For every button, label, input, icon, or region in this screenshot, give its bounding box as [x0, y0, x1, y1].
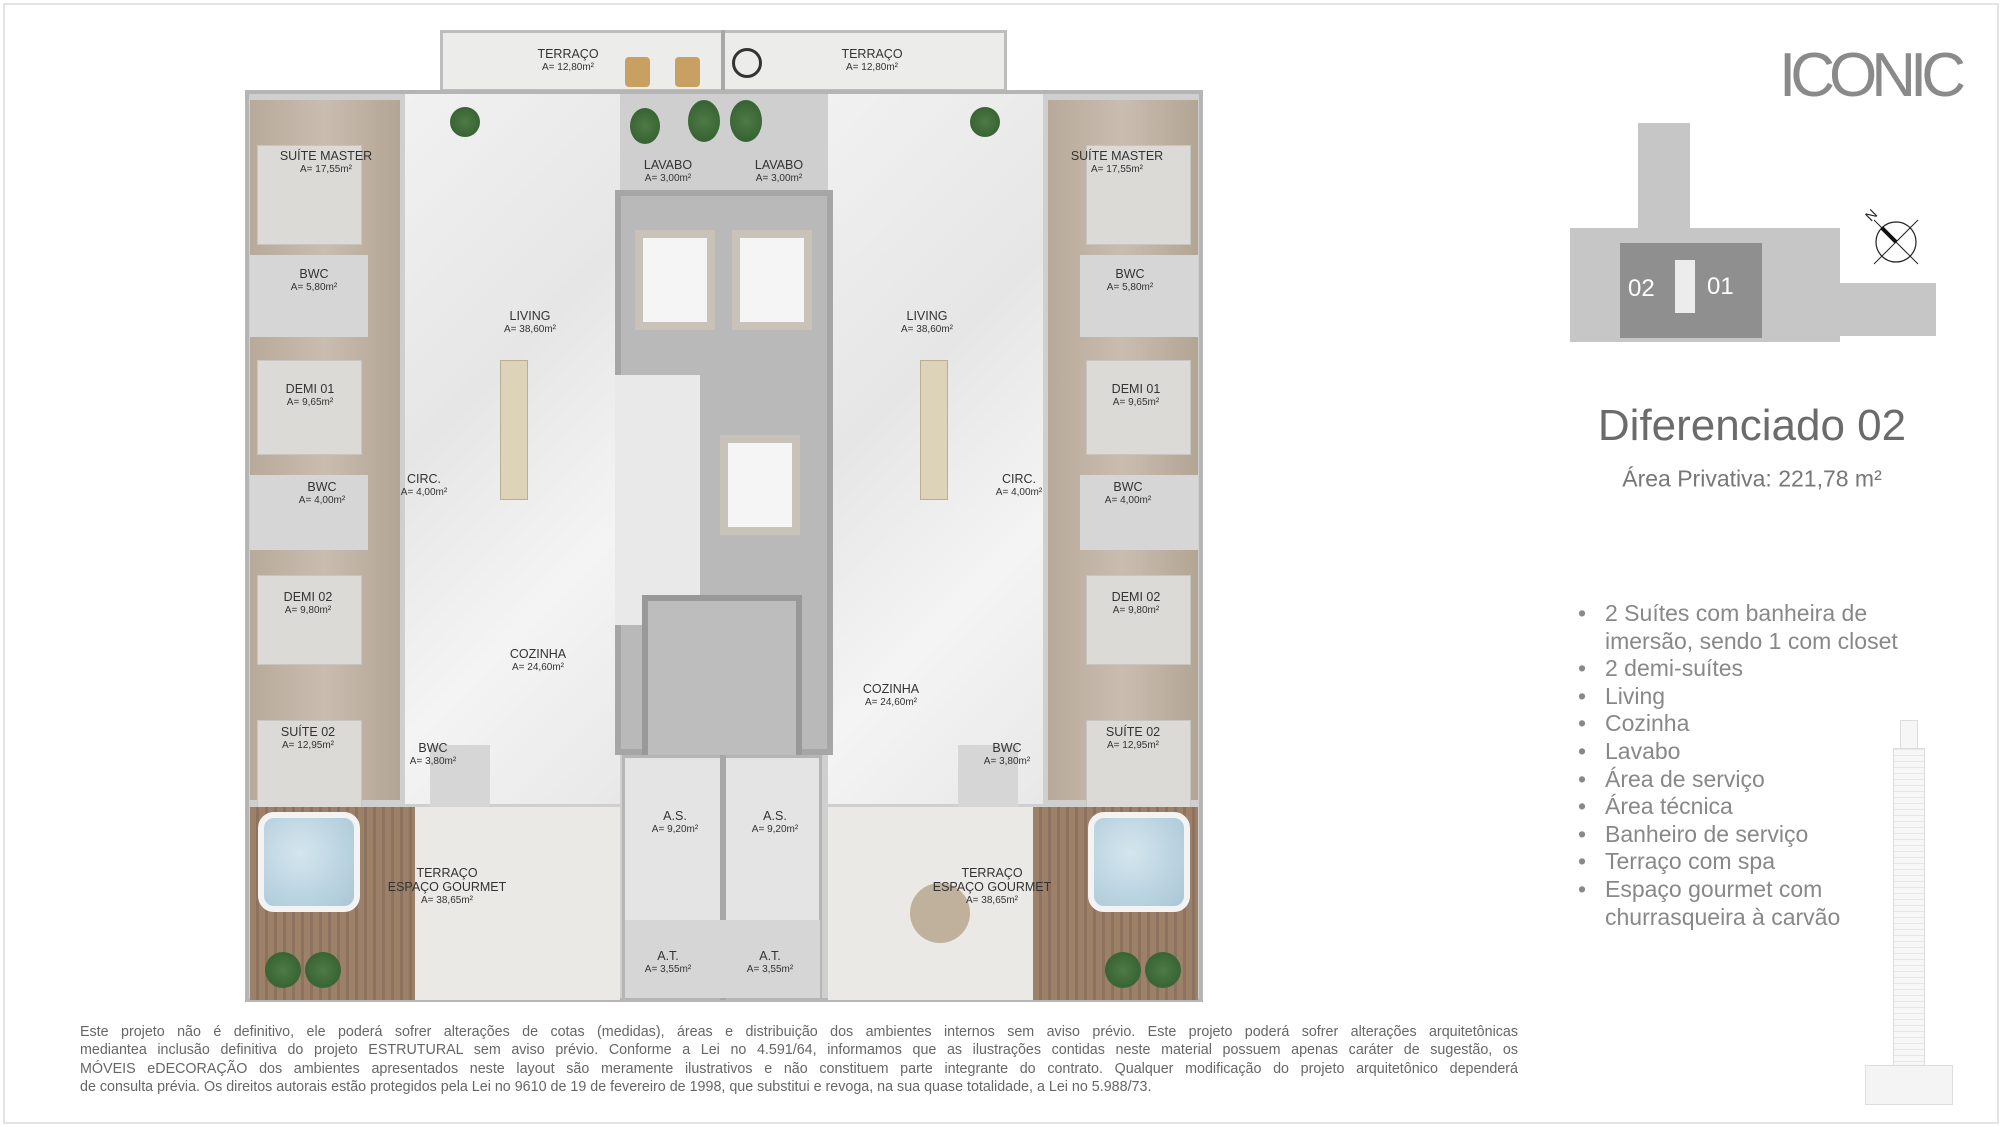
floor-plan	[245, 30, 1203, 1002]
room-label: A.S.A= 9,20m²	[751, 809, 799, 835]
plant-icon	[970, 107, 1000, 137]
feature-item: Cozinha	[1578, 710, 1908, 738]
plant-icon	[1105, 952, 1141, 988]
north-compass-icon	[1873, 219, 1919, 265]
room-label: A.S.A= 9,20m²	[651, 809, 699, 835]
rug	[1086, 720, 1191, 810]
elevator-right	[732, 230, 812, 330]
gourmet-left	[415, 807, 620, 1000]
chair	[675, 57, 700, 87]
dining-table-left	[500, 360, 528, 500]
page-frame	[3, 3, 1999, 1124]
key-plan-tower	[1638, 123, 1690, 229]
hanging-chair	[732, 48, 762, 78]
room-label: A.T.A= 3,55m²	[746, 949, 794, 975]
elevator-left	[635, 230, 715, 330]
feature-item: 2 Suítes com banheira de imersão, sendo …	[1578, 600, 1908, 655]
bathroom-left	[250, 255, 368, 337]
feature-item: Living	[1578, 683, 1908, 711]
plant-icon	[1145, 952, 1181, 988]
dining-table-right	[920, 360, 948, 500]
round-table	[910, 883, 970, 943]
feature-item: Terraço com spa	[1578, 848, 1908, 876]
key-plan-core	[1675, 260, 1695, 313]
spa-tub-right	[1088, 812, 1190, 912]
room-label: CIRC.A= 4,00m²	[400, 472, 448, 498]
rug	[1086, 360, 1191, 455]
unit-area: Área Privativa: 221,78 m²	[1622, 465, 1882, 492]
feature-item: Espaço gourmet com churrasqueira à carvã…	[1578, 876, 1908, 931]
bathroom-right	[1080, 475, 1198, 550]
bathroom-right	[1080, 255, 1198, 337]
spa-tub-left	[258, 812, 360, 912]
rug	[1086, 575, 1191, 665]
key-plan: 02 01 N	[1570, 123, 1940, 343]
feature-item: 2 demi-suítes	[1578, 655, 1908, 683]
disclaimer-line: Este projeto não é definitivo, ele poder…	[80, 1024, 1518, 1040]
room-label: CIRC.A= 4,00m²	[995, 472, 1043, 498]
iconic-logo: ICONIC	[1779, 41, 1966, 110]
plant-icon	[265, 952, 301, 988]
disclaimer-line: mediantea inclusão definitiva do projeto…	[80, 1042, 1518, 1059]
rug	[257, 720, 362, 810]
disclaimer-line: de consulta prévia. Os direitos autorais…	[80, 1079, 1152, 1096]
key-plan-unit-02: 02	[1628, 275, 1655, 302]
feature-item: Área de serviço	[1578, 766, 1908, 794]
rug	[257, 575, 362, 665]
bathroom-left	[250, 475, 368, 550]
legal-disclaimer: Este projeto não é definitivo, ele poder…	[80, 1023, 1518, 1097]
plant-icon	[730, 100, 762, 142]
rug	[257, 360, 362, 455]
features-list: 2 Suítes com banheira de imersão, sendo …	[1578, 600, 1908, 931]
chair	[625, 57, 650, 87]
wall	[720, 755, 726, 1000]
elevator-service	[720, 435, 800, 535]
key-plan-unit-01: 01	[1707, 273, 1734, 300]
key-plan-site	[1840, 283, 1936, 336]
plant-icon	[450, 107, 480, 137]
rug	[257, 145, 362, 245]
feature-item: Lavabo	[1578, 738, 1908, 766]
hall	[615, 375, 700, 625]
feature-item: Área técnica	[1578, 793, 1908, 821]
feature-item: Banheiro de serviço	[1578, 821, 1908, 849]
plant-icon	[630, 108, 660, 144]
technical-area	[625, 920, 820, 998]
room-label: A.T.A= 3,55m²	[644, 949, 692, 975]
plant-icon	[305, 952, 341, 988]
plant-icon	[688, 100, 720, 142]
disclaimer-line: MÓVEIS eDECORAÇÃO dos ambientes apresent…	[80, 1060, 1518, 1077]
unit-title: Diferenciado 02	[1597, 401, 1907, 450]
tower-illustration	[1865, 720, 1955, 1105]
rug	[1086, 145, 1191, 245]
stairs	[642, 595, 802, 775]
